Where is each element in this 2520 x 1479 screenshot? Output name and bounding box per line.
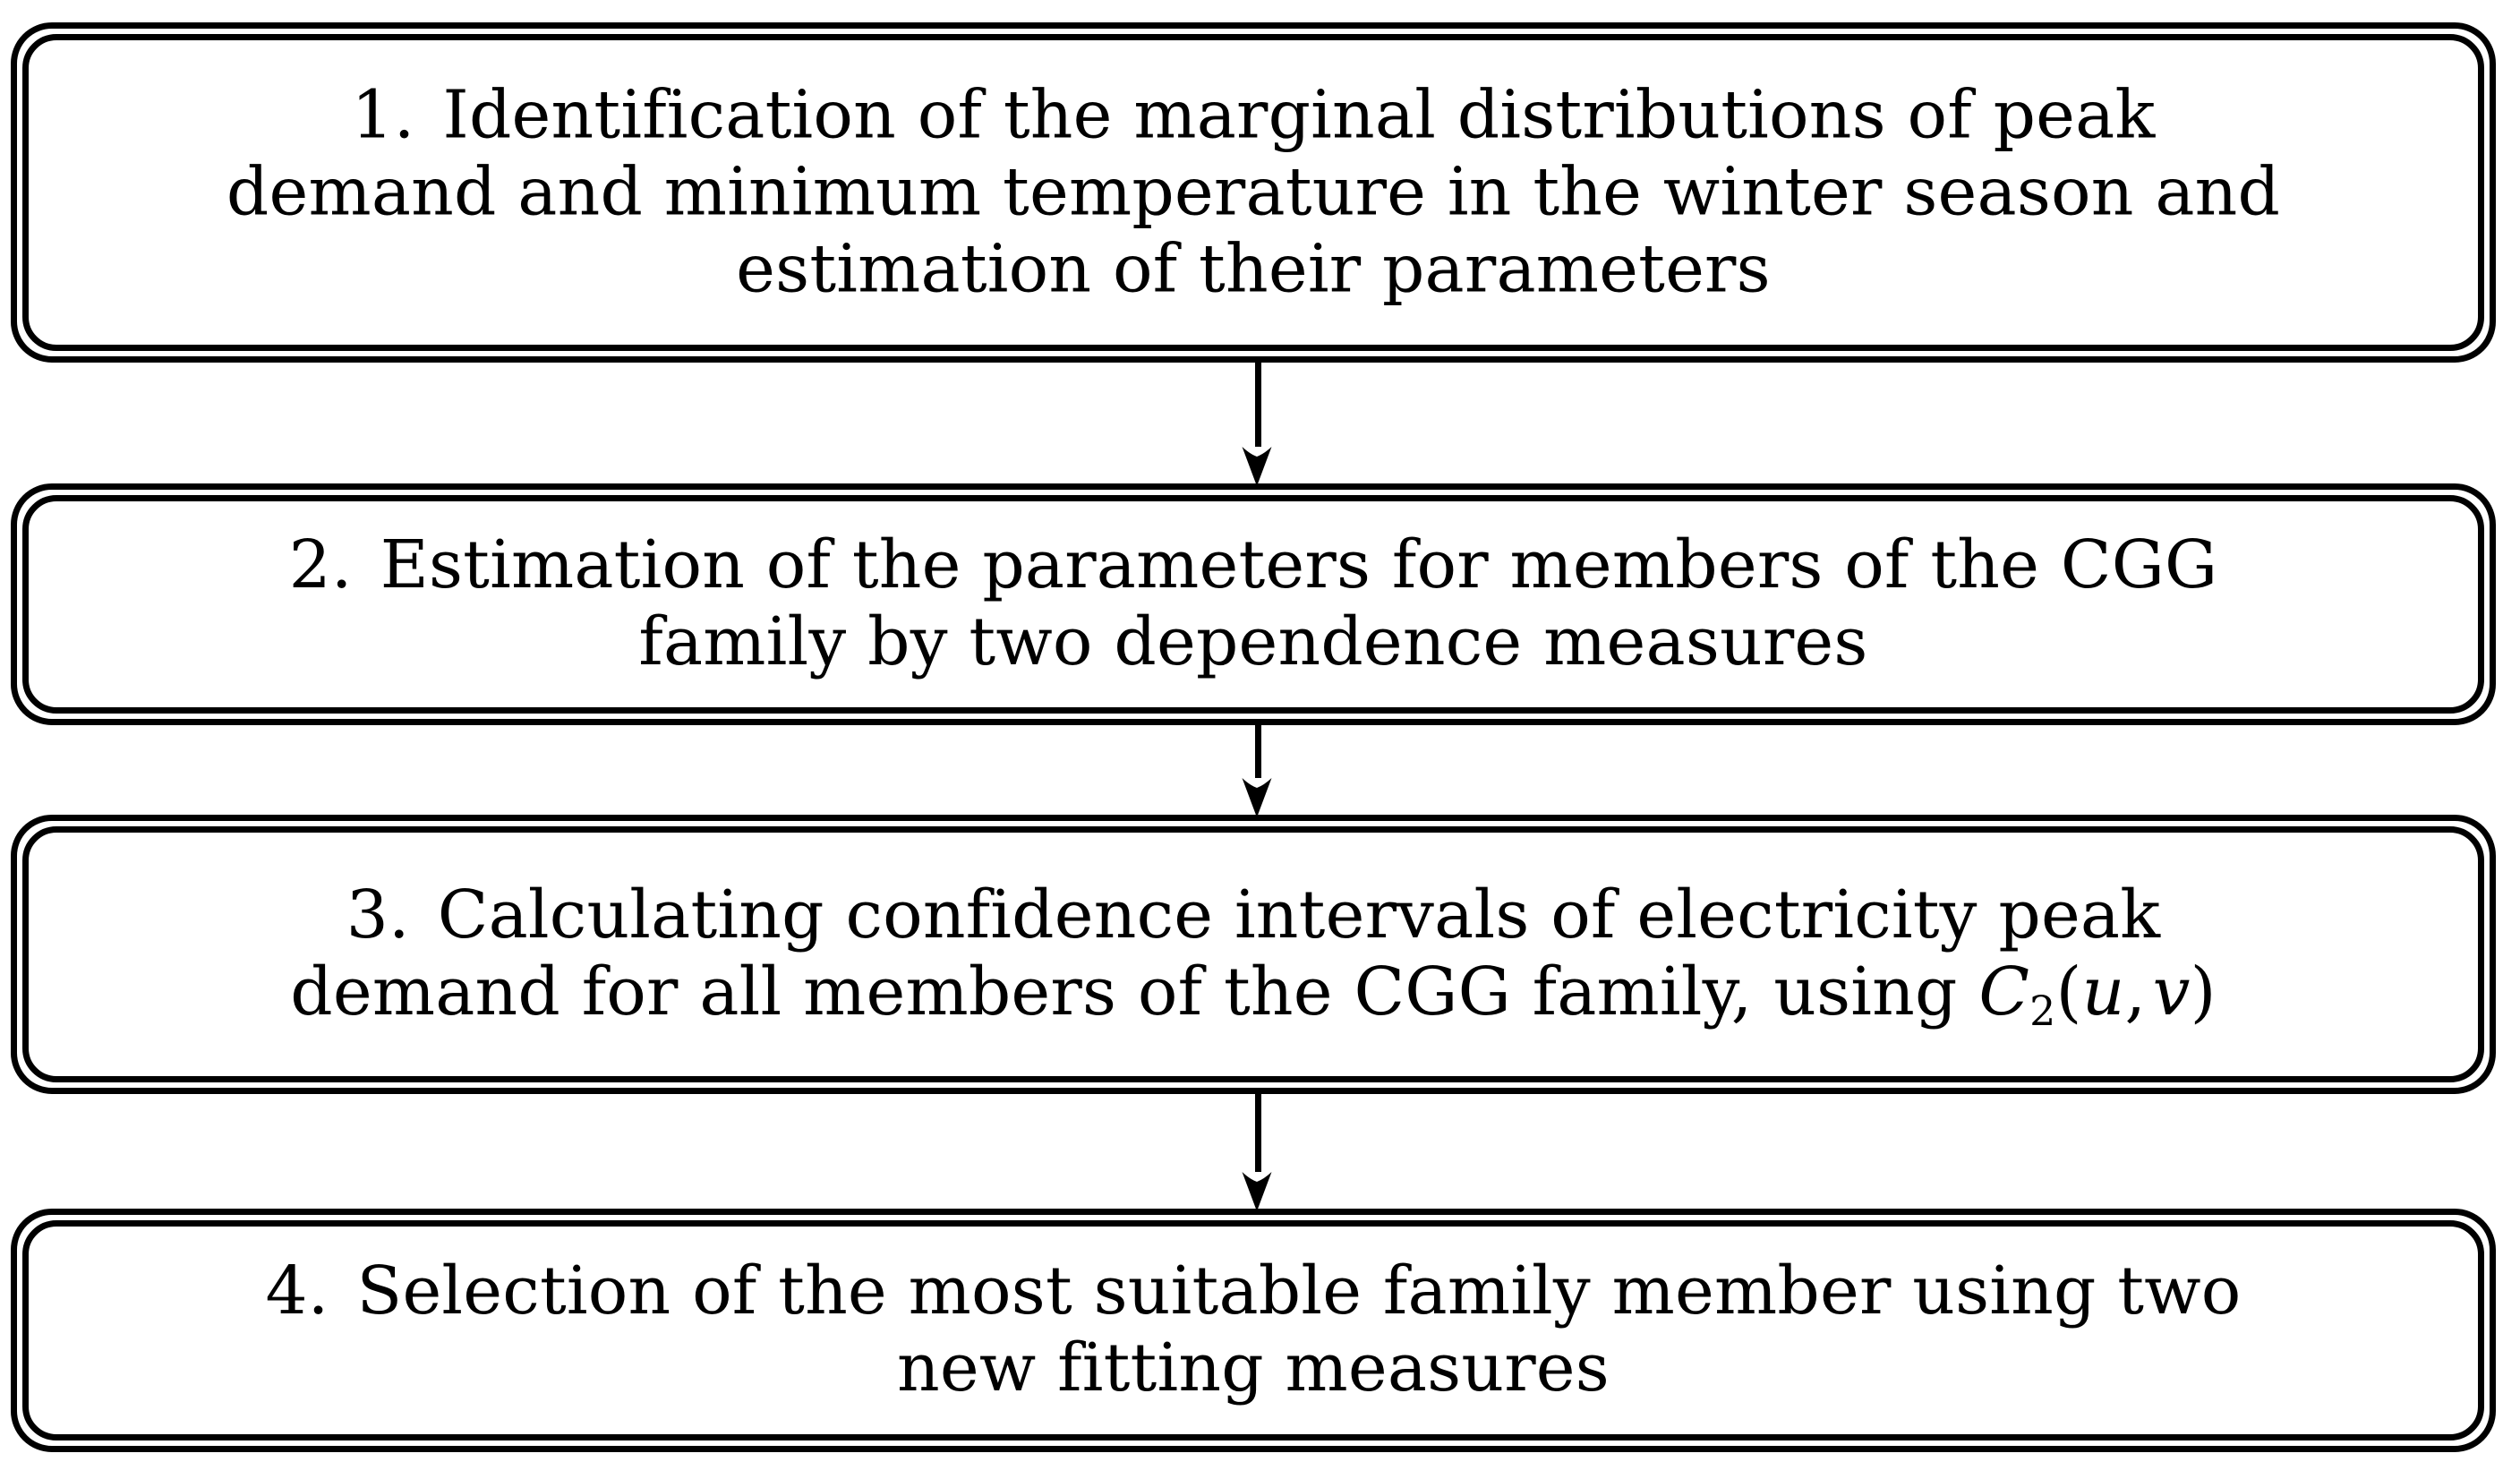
arrow-step2-to-step3 bbox=[1242, 725, 1272, 817]
step-3-line-2: demand for all members of the CGG family… bbox=[58, 953, 2448, 1031]
step-1-line-1: 1. Identification of the marginal distrib… bbox=[58, 76, 2448, 154]
arrow-2-shaft bbox=[1255, 725, 1261, 778]
copula-arg-u: u bbox=[2081, 953, 2125, 1030]
flow-step-4: 4. Selection of the most suitable family … bbox=[11, 1209, 2496, 1452]
step-3-line-2-text: demand for all members of the CGG family… bbox=[290, 953, 1979, 1030]
step-1-line-1-text: Identification of the marginal distribut… bbox=[442, 76, 2156, 154]
arrow-1-shaft bbox=[1255, 363, 1261, 447]
arrow-1-head bbox=[1242, 440, 1272, 486]
copula-formula: C2(u,v) bbox=[1978, 953, 2217, 1031]
copula-separator: , bbox=[2124, 953, 2147, 1030]
copula-subscript: 2 bbox=[2029, 986, 2056, 1035]
arrow-step1-to-step2 bbox=[1242, 363, 1272, 486]
step-3-text: 3. Calculating confidence intervals of el… bbox=[17, 876, 2490, 1031]
step-2-line-1-text: Estimation of the parameters for members… bbox=[380, 526, 2218, 604]
step-4-line-1-text: Selection of the most suitable family me… bbox=[356, 1252, 2242, 1330]
step-4-text: 4. Selection of the most suitable family … bbox=[17, 1252, 2490, 1407]
step-1-text: 1. Identification of the marginal distrib… bbox=[17, 76, 2490, 307]
step-4-line-2: new fitting measures bbox=[897, 1329, 1610, 1406]
copula-close-paren: ) bbox=[2190, 953, 2217, 1030]
step-2-number: 2. bbox=[288, 526, 353, 604]
arrow-3-head bbox=[1242, 1165, 1272, 1211]
copula-arg-v: v bbox=[2152, 953, 2191, 1030]
flow-step-3: 3. Calculating confidence intervals of el… bbox=[11, 815, 2496, 1094]
step-2-line-1: 2. Estimation of the parameters for membe… bbox=[58, 526, 2448, 604]
step-3-line-1: 3. Calculating confidence intervals of el… bbox=[58, 876, 2448, 954]
arrow-step3-to-step4 bbox=[1242, 1094, 1272, 1211]
step-3-number: 3. bbox=[346, 876, 410, 954]
step-2-line-2: family by two dependence measures bbox=[638, 603, 1868, 680]
copula-symbol: C bbox=[1978, 953, 2030, 1030]
step-1-line-3: estimation of their parameters bbox=[736, 229, 1771, 307]
step-3-line-1-text: Calculating confidence intervals of elec… bbox=[437, 876, 2161, 954]
arrow-2-head bbox=[1242, 771, 1272, 817]
step-1-line-2: demand and minimum temperature in the wi… bbox=[226, 153, 2281, 231]
flow-step-2: 2. Estimation of the parameters for membe… bbox=[11, 483, 2496, 725]
copula-open-paren: ( bbox=[2055, 953, 2082, 1030]
step-1-number: 1. bbox=[351, 76, 415, 154]
step-4-line-1: 4. Selection of the most suitable family … bbox=[58, 1252, 2448, 1330]
flow-step-1: 1. Identification of the marginal distrib… bbox=[11, 22, 2496, 363]
arrow-3-shaft bbox=[1255, 1094, 1261, 1172]
step-4-number: 4. bbox=[265, 1252, 329, 1330]
step-2-text: 2. Estimation of the parameters for membe… bbox=[17, 526, 2490, 681]
